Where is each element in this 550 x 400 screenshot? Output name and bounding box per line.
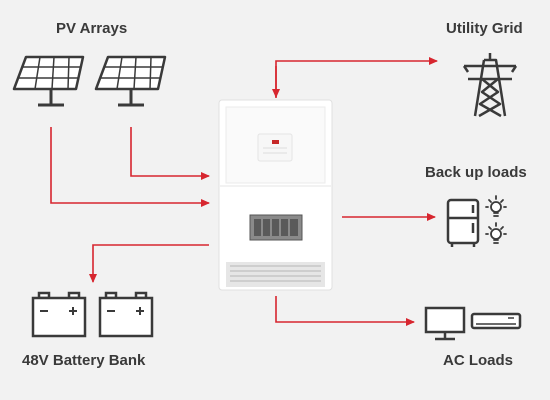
arrow-inverter-to-ac-loads bbox=[275, 296, 415, 326]
inverter-logo-badge bbox=[272, 140, 279, 144]
battery-icon bbox=[31, 291, 87, 338]
battery-icon bbox=[98, 291, 154, 338]
air-conditioner-icon bbox=[470, 312, 522, 330]
transmission-tower-icon bbox=[462, 53, 518, 118]
monitor-icon bbox=[424, 306, 466, 341]
arrow-inverter-to-grid bbox=[275, 57, 438, 98]
light-bulb-icon bbox=[485, 195, 507, 217]
arrow-pv2-to-inverter bbox=[130, 127, 210, 180]
ac-loads-label: AC Loads bbox=[443, 352, 514, 369]
solar-panel-icon bbox=[12, 55, 85, 107]
arrow-inverter-to-battery bbox=[89, 244, 209, 283]
backup-loads-label: Back up loads bbox=[425, 164, 527, 181]
light-bulb-icon bbox=[485, 222, 507, 244]
refrigerator-icon bbox=[446, 198, 480, 247]
battery-bank-label: 48V Battery Bank bbox=[22, 352, 146, 369]
pv-arrays-label: PV Arrays bbox=[56, 20, 128, 37]
arrow-pv1-to-inverter bbox=[50, 127, 210, 207]
utility-grid-label: Utility Grid bbox=[446, 20, 523, 37]
solar-panel-icon bbox=[94, 55, 167, 107]
inverter bbox=[218, 99, 333, 291]
